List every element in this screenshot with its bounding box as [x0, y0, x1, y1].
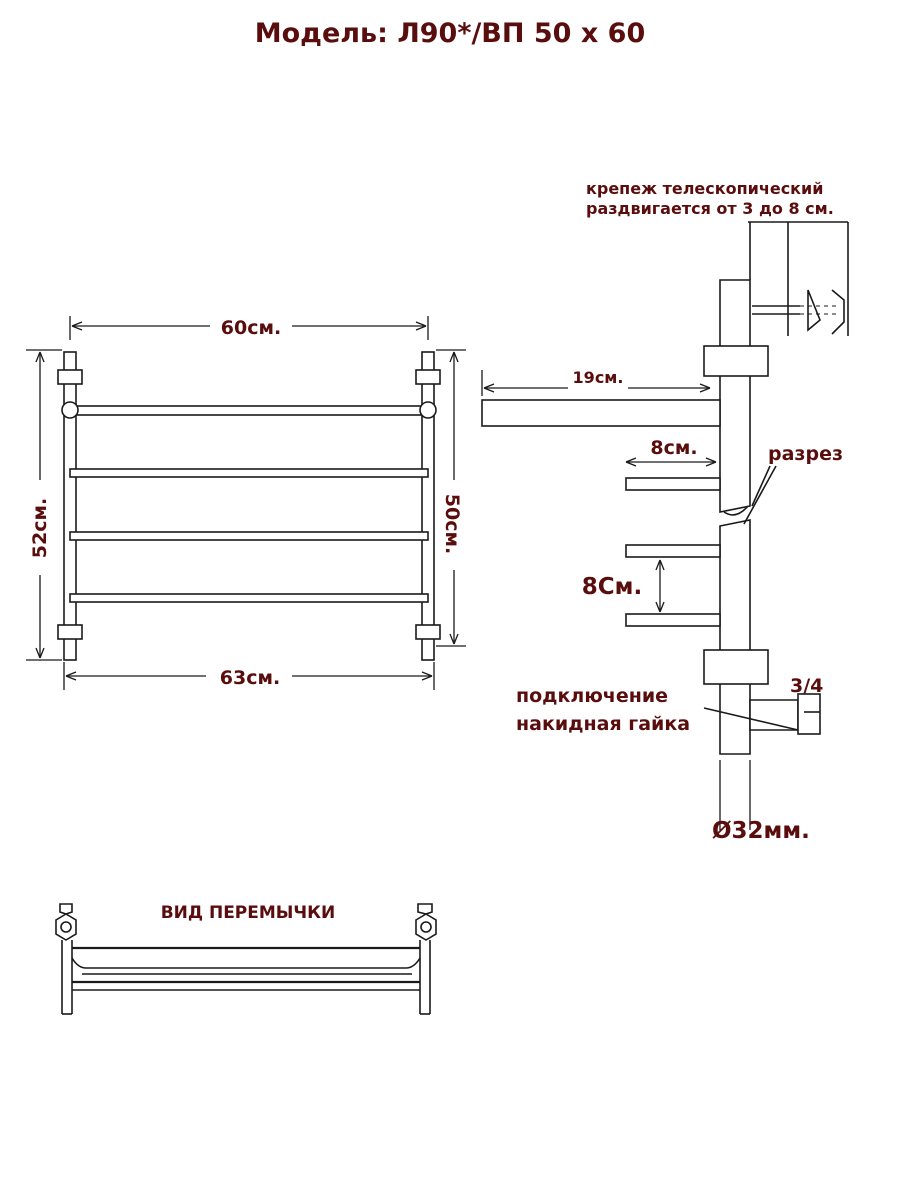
jumper-title: ВИД ПЕРЕМЫЧКИ [161, 903, 336, 923]
connection-line1: подключение [516, 685, 668, 707]
cap-right [419, 401, 437, 419]
bracket-bottom-right [415, 624, 441, 640]
drawing-title: Модель: Л90*/ВП 50 х 60 [255, 18, 646, 49]
pipe-diameter: Ø32мм. [712, 818, 810, 844]
rung-3 [69, 531, 429, 541]
side-rung-1 [625, 477, 721, 491]
dim-spacing: 8См. [582, 574, 642, 600]
section-label: разрез [768, 443, 843, 465]
lower-riser [719, 519, 751, 755]
bracket-top-left [57, 369, 83, 385]
dim-depth-shelf: 8см. [650, 437, 697, 459]
bracket-bottom-left [57, 624, 83, 640]
top-arm [481, 399, 721, 427]
mount-note-line1: крепеж телескопический [586, 179, 823, 198]
dim-height-left: 52см. [29, 498, 51, 558]
mount-note-line2: раздвигается от 3 до 8 см. [586, 199, 834, 218]
side-bracket-bottom [703, 649, 769, 685]
dim-width-bottom: 63см. [220, 667, 280, 689]
rung-2 [69, 468, 429, 478]
thread-size: 3/4 [790, 675, 823, 697]
connection-line2: накидная гайка [516, 713, 690, 735]
dim-depth-top: 19см. [573, 368, 624, 387]
rung-1 [69, 405, 429, 416]
right-post [421, 351, 435, 661]
bracket-top-right [415, 369, 441, 385]
union-nut [797, 693, 821, 735]
connection-pipe [749, 699, 799, 731]
side-rung-2 [625, 544, 721, 558]
jumper-hex-right [415, 913, 437, 941]
left-post [63, 351, 77, 661]
side-bracket-top [703, 345, 769, 377]
side-view: крепеж телескопический раздвигается от 3… [481, 179, 849, 844]
side-rung-3 [625, 613, 721, 627]
upper-riser [719, 279, 751, 513]
front-view: 60см. 63см. 52см. 50см. [26, 316, 466, 690]
cap-left [61, 401, 79, 419]
dim-width-top: 60см. [221, 317, 281, 339]
dim-height-right: 50см. [441, 494, 463, 554]
jumper-view: ВИД ПЕРЕМЫЧКИ [55, 903, 437, 1015]
rung-4 [69, 593, 429, 603]
jumper-hex-left [55, 913, 77, 941]
